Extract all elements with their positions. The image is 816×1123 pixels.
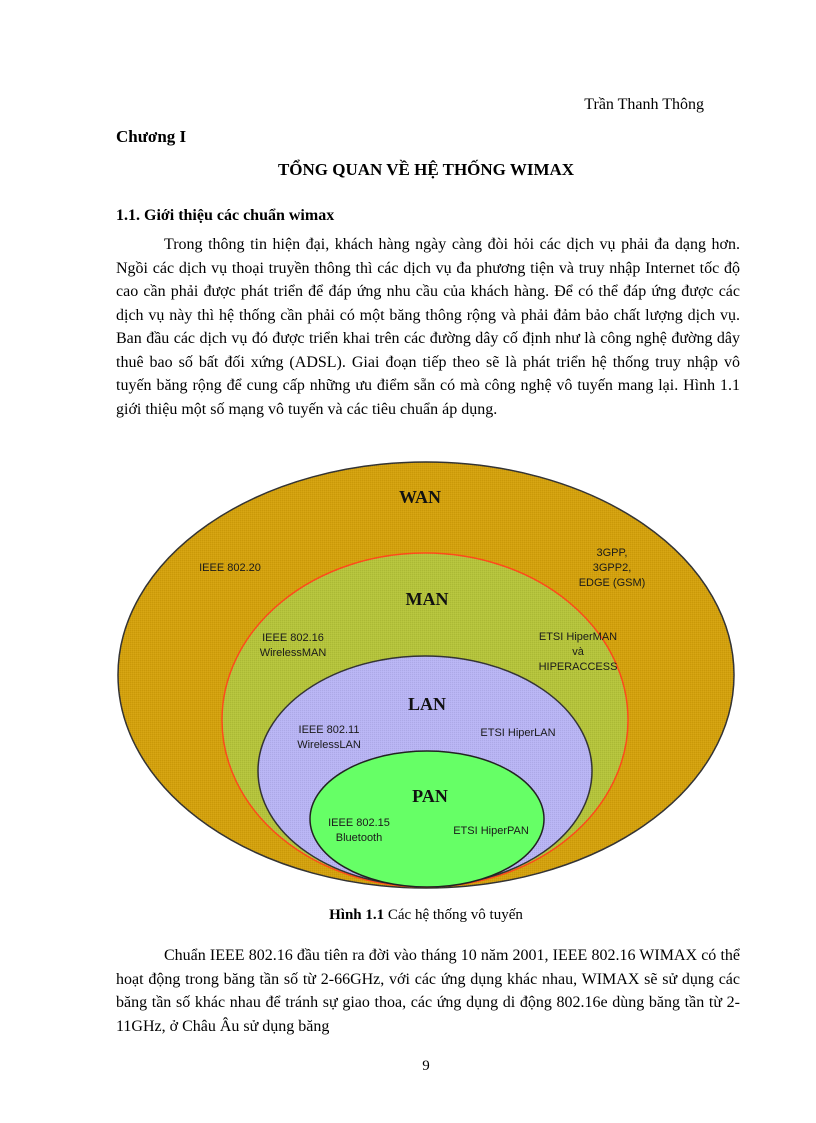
figure-caption-label: Hình 1.1 — [329, 907, 385, 923]
author-header: Trần Thanh Thông — [584, 96, 704, 113]
lan-left-line-2: WirelessLAN — [297, 739, 361, 751]
man-left-line-1: IEEE 802.16 — [262, 632, 324, 644]
man-label: MAN — [406, 589, 449, 609]
pan-left-line-1: IEEE 802.15 — [328, 817, 390, 829]
figure-caption-text: Các hệ thống vô tuyến — [384, 907, 523, 923]
paragraph-intro-text: Trong thông tin hiện đại, khách hàng ngà… — [116, 236, 740, 418]
man-right-line-1: ETSI HiperMAN — [539, 631, 617, 643]
figure-caption: Hình 1.1 Các hệ thống vô tuyến — [0, 907, 816, 924]
wan-right-line-1: 3GPP, — [597, 547, 628, 559]
chapter-label: Chương I — [116, 127, 187, 146]
paragraph-ieee-text: Chuẩn IEEE 802.16 đầu tiên ra đời vào th… — [116, 947, 740, 1035]
paragraph-ieee: Chuẩn IEEE 802.16 đầu tiên ra đời vào th… — [116, 944, 740, 1038]
man-right-line-3: HIPERACCESS — [539, 661, 618, 673]
lan-left-line-1: IEEE 802.11 — [299, 724, 360, 736]
wan-label: WAN — [399, 487, 441, 507]
man-right-line-2: và — [572, 646, 585, 658]
wan-left-standard: IEEE 802.20 — [199, 562, 261, 574]
pan-left-line-2: Bluetooth — [336, 832, 382, 844]
pan-right-standard: ETSI HiperPAN — [453, 825, 529, 837]
pan-ellipse — [309, 750, 545, 888]
pan-label: PAN — [412, 786, 448, 806]
paragraph-intro: Trong thông tin hiện đại, khách hàng ngà… — [116, 233, 740, 421]
page-number: 9 — [422, 1058, 430, 1074]
lan-right-standard: ETSI HiperLAN — [480, 727, 555, 739]
lan-label: LAN — [408, 694, 446, 714]
wan-right-line-3: EDGE (GSM) — [579, 577, 646, 589]
section-heading: 1.1. Giới thiệu các chuẩn wimax — [116, 207, 335, 224]
man-left-line-2: WirelessMAN — [260, 647, 327, 659]
chapter-title: TỔNG QUAN VỀ HỆ THỐNG WIMAX — [277, 160, 575, 179]
wan-right-line-2: 3GPP2, — [593, 562, 632, 574]
